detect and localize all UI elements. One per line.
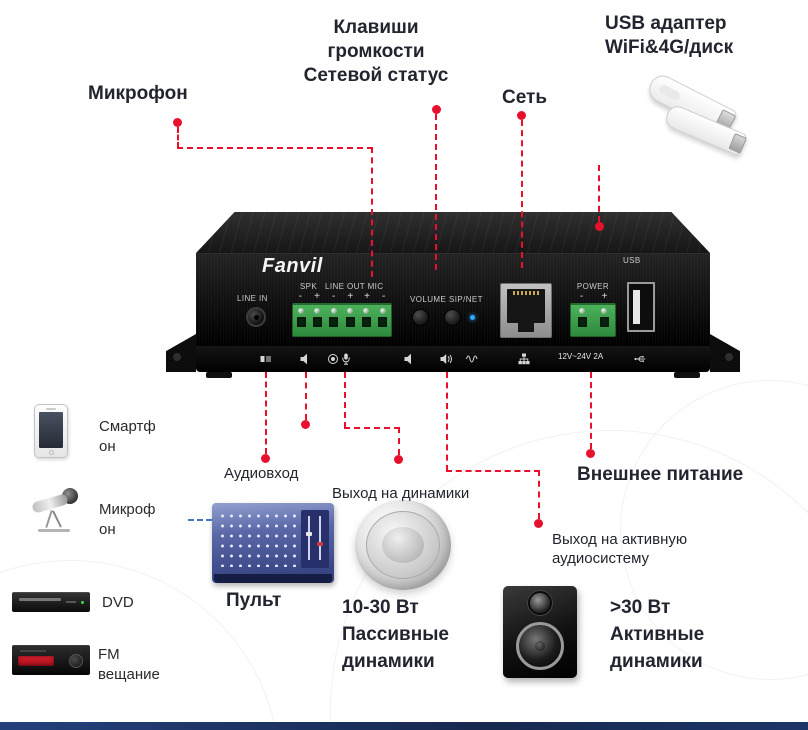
connector-dot-spk bbox=[301, 420, 310, 429]
blue-connector-line bbox=[188, 519, 212, 521]
connector-dot-speaker-output bbox=[394, 455, 403, 464]
microphone-icon bbox=[24, 486, 82, 532]
label-speaker-output: Выход на динамики bbox=[332, 485, 470, 502]
waveform-icon bbox=[466, 355, 478, 363]
device-mount-hole bbox=[173, 353, 181, 361]
device-foot bbox=[674, 372, 700, 378]
speaker-2-icon bbox=[404, 353, 411, 365]
line-in-jack bbox=[246, 307, 266, 327]
speaker-icon bbox=[300, 353, 307, 365]
label-passive-speakers: 10-30 Вт Пассивные динамики bbox=[342, 597, 449, 672]
network-icon bbox=[518, 353, 530, 365]
spk-label: SPK bbox=[299, 282, 318, 291]
connector-line bbox=[371, 147, 373, 277]
connector-line bbox=[590, 372, 592, 449]
connector-line bbox=[344, 427, 400, 429]
connector-line bbox=[344, 372, 346, 428]
volume-label: VOLUME bbox=[410, 295, 447, 304]
connector-dot-power bbox=[586, 449, 595, 458]
usb-port bbox=[627, 282, 655, 332]
power-spec-label: 12V~24V 2A bbox=[558, 352, 604, 361]
callout-volume-keys: Клавиши громкости Сетевой статус bbox=[288, 16, 464, 88]
device-mount-hole bbox=[725, 353, 733, 361]
status-led bbox=[470, 315, 475, 320]
callout-volume-keys-line2: громкости bbox=[327, 41, 425, 62]
callout-usb-line2: WiFi&4G/диск bbox=[605, 37, 734, 58]
footer-bar bbox=[0, 722, 808, 730]
source-label-dvd: DVD bbox=[102, 594, 134, 611]
connector-dot-microphone bbox=[173, 118, 182, 127]
mixer-image bbox=[212, 503, 334, 583]
connector-line bbox=[598, 165, 600, 222]
callout-volume-keys-line1: Клавиши bbox=[333, 17, 419, 38]
line-in-icon bbox=[260, 356, 271, 362]
connector-line bbox=[446, 372, 448, 471]
terminal-polarity-marks: -+-++- bbox=[298, 291, 386, 302]
callout-network-status: Сетевой статус bbox=[303, 65, 449, 86]
smartphone-icon bbox=[34, 404, 68, 458]
device-mount-ear-left bbox=[166, 334, 196, 372]
connector-line bbox=[265, 372, 267, 454]
volume-button bbox=[412, 309, 429, 326]
connector-line bbox=[521, 120, 523, 268]
connector-dot-active-output bbox=[534, 519, 543, 528]
mic-icon bbox=[342, 353, 350, 365]
record-icon bbox=[328, 354, 338, 364]
connector-dot-audio-input bbox=[261, 454, 270, 463]
connector-dot-volume-keys bbox=[432, 105, 441, 114]
power-label: POWER bbox=[576, 282, 610, 291]
connector-dot-usb bbox=[595, 222, 604, 231]
audio-terminal-block bbox=[292, 303, 392, 337]
label-mixer: Пульт bbox=[226, 590, 282, 611]
callout-usb-adapter: USB адаптер WiFi&4G/диск bbox=[605, 12, 733, 60]
power-terminal-block bbox=[570, 303, 616, 337]
connector-dot-network bbox=[517, 111, 526, 120]
usb-label: USB bbox=[623, 256, 641, 265]
label-active-speakers: >30 Вт Активные динамики bbox=[610, 597, 705, 672]
label-external-power: Внешнее питание bbox=[577, 464, 744, 485]
device-top-face bbox=[196, 212, 710, 253]
callout-network: Сеть bbox=[502, 87, 548, 108]
mic-label: MIC bbox=[367, 282, 384, 291]
usb-symbol-icon bbox=[634, 355, 646, 362]
power-polarity-marks: -+ bbox=[579, 291, 608, 302]
connector-line bbox=[538, 470, 540, 519]
device-foot bbox=[206, 372, 232, 378]
active-speaker-image bbox=[503, 586, 577, 678]
loudspeaker-icon bbox=[440, 354, 452, 364]
label-active-output: Выход на активную аудиосистему bbox=[552, 531, 688, 567]
device-bottom-lip bbox=[196, 346, 710, 372]
connector-line bbox=[435, 114, 437, 270]
source-label-smartphone: Смартфон bbox=[99, 418, 156, 455]
line-out-label: LINE OUT bbox=[325, 282, 366, 291]
callout-usb-line1: USB адаптер bbox=[605, 13, 727, 34]
dvd-player-icon bbox=[12, 592, 90, 612]
ceiling-speaker-image bbox=[355, 500, 451, 590]
connector-line bbox=[177, 127, 179, 148]
device-brand-logo: Fanvil bbox=[262, 255, 323, 277]
sip-net-label: SIP/NET bbox=[449, 295, 483, 304]
label-audio-input: Аудиовход bbox=[224, 465, 299, 482]
fm-radio-icon bbox=[12, 645, 90, 675]
source-label-microphone: Микрофон bbox=[99, 501, 156, 538]
device-front-panel bbox=[196, 253, 710, 346]
connector-line bbox=[446, 470, 540, 472]
callout-microphone: Микрофон bbox=[88, 83, 188, 104]
sip-net-button bbox=[444, 309, 461, 326]
connector-line bbox=[177, 147, 373, 149]
line-in-label: LINE IN bbox=[237, 294, 268, 303]
ethernet-port bbox=[500, 283, 552, 338]
connector-line bbox=[398, 427, 400, 455]
connector-line bbox=[305, 372, 307, 420]
source-label-fm: FM вещание bbox=[98, 646, 160, 683]
device-mount-ear-right bbox=[710, 334, 740, 372]
